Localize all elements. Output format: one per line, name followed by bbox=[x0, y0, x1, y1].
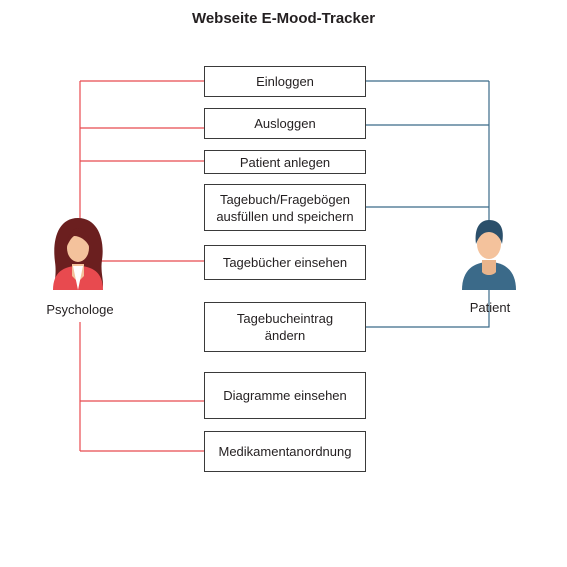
function-label: Tagebucheintrag ändern bbox=[236, 311, 334, 343]
function-label: Tagebuch/Fragebögen ausfüllen und speich… bbox=[216, 191, 354, 224]
function-box-einloggen: Einloggen bbox=[204, 66, 366, 97]
function-label: Einloggen bbox=[256, 74, 314, 89]
male-user-icon bbox=[462, 220, 516, 290]
function-label: Diagramme einsehen bbox=[223, 388, 347, 403]
function-label: Medikamentanordnung bbox=[218, 444, 352, 459]
function-box-tagebuecher-einsehen: Tagebücher einsehen bbox=[204, 245, 366, 280]
psychologe-connectors bbox=[79, 80, 204, 452]
function-box-tagebucheintrag-aendern: Tagebucheintrag ändern bbox=[204, 302, 366, 352]
actor-label-patient: Patient bbox=[469, 300, 511, 315]
function-box-ausloggen: Ausloggen bbox=[204, 108, 366, 139]
actor-label-psychologe: Psychologe bbox=[46, 302, 114, 317]
function-box-medikamentanordnung: Medikamentanordnung bbox=[204, 431, 366, 472]
function-box-tagebuch-ausfuellen: Tagebuch/Fragebögen ausfüllen und speich… bbox=[204, 184, 366, 231]
patient-connectors bbox=[366, 80, 490, 328]
function-label: Patient anlegen bbox=[239, 154, 331, 170]
function-box-patient-anlegen: Patient anlegen bbox=[204, 150, 366, 174]
diagram-title: Webseite E-Mood-Tracker bbox=[191, 10, 376, 27]
connector-tagebucheintrag-patient bbox=[366, 290, 490, 328]
function-label: Tagebücher einsehen bbox=[222, 255, 348, 270]
function-box-diagramme-einsehen: Diagramme einsehen bbox=[204, 372, 366, 419]
function-label: Ausloggen bbox=[254, 116, 316, 131]
female-user-icon bbox=[53, 218, 103, 290]
